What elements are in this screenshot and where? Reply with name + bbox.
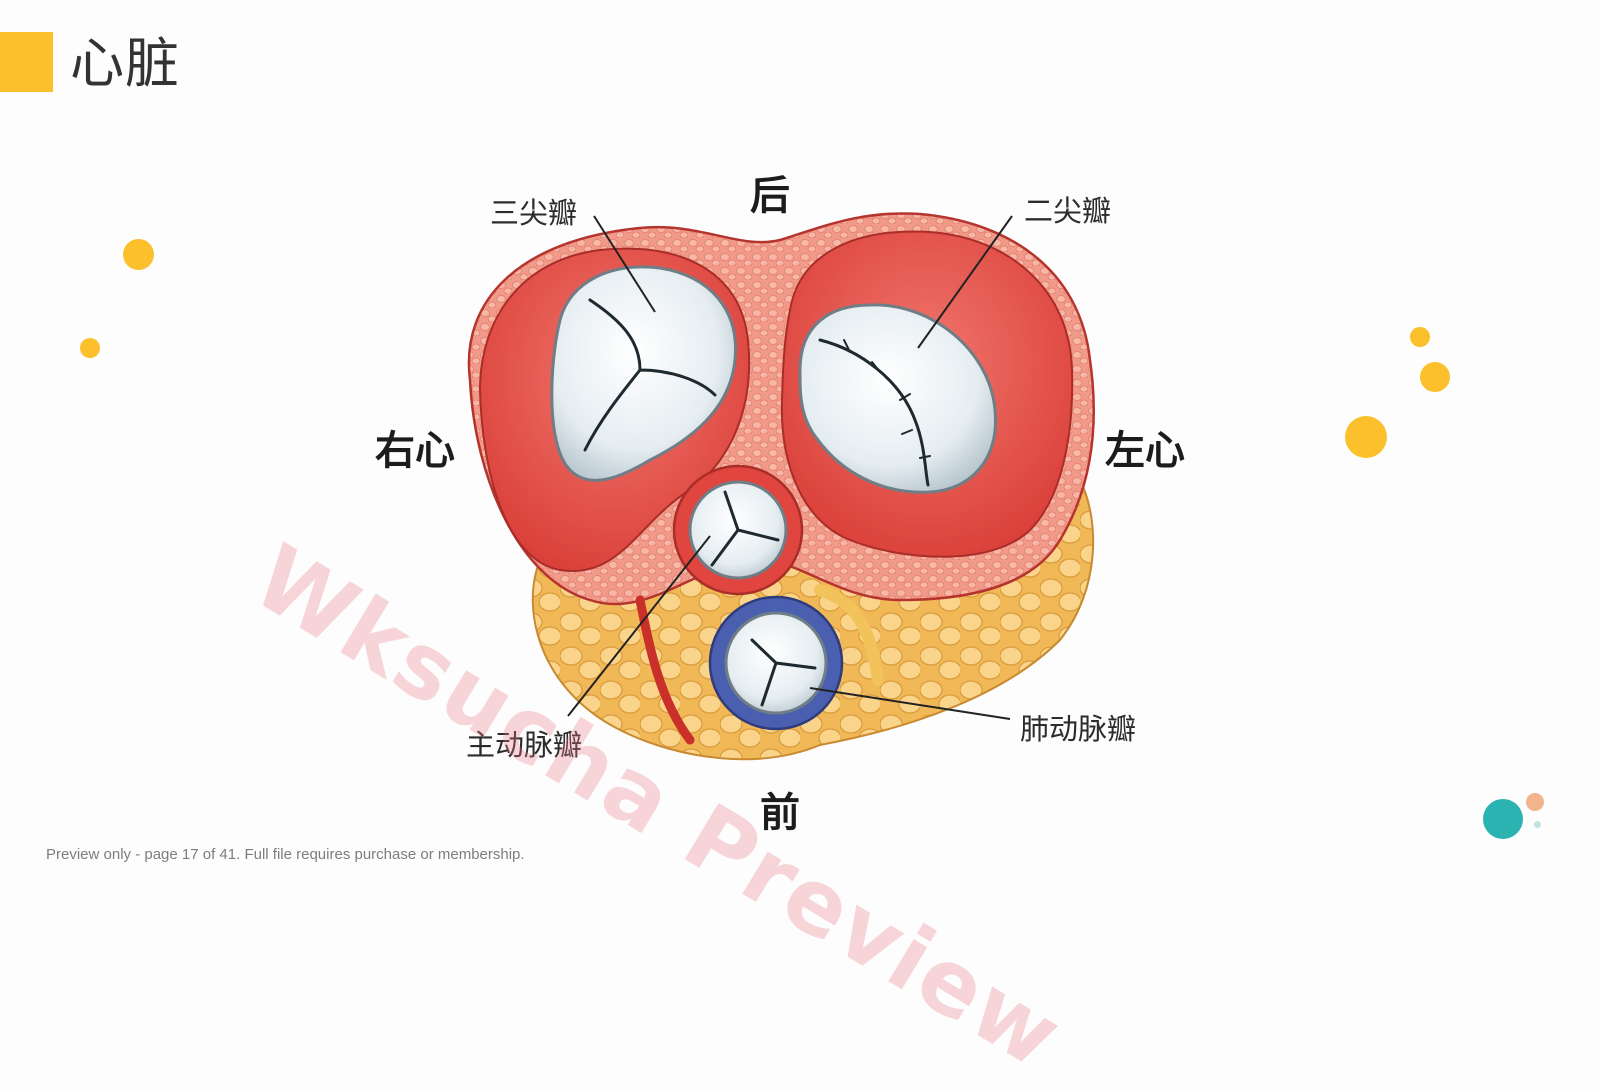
label-pulmonary: 肺动脉瓣 <box>1020 712 1137 746</box>
preview-footer-note: Preview only - page 17 of 41. Full file … <box>46 846 525 863</box>
leader-line-tricuspid <box>593 215 656 313</box>
label-anterior: 前 <box>760 790 800 836</box>
leader-line-aortic <box>567 535 711 717</box>
label-mitral: 二尖瓣 <box>1024 194 1112 228</box>
coronary-vessel <box>814 584 884 686</box>
heart-cross-section-illustration <box>467 212 1095 761</box>
leader-line-pulmonary <box>809 687 1011 720</box>
decor-dot <box>1420 362 1450 392</box>
coronary-vessel <box>635 595 695 745</box>
title-accent-block <box>0 32 53 92</box>
decor-dot <box>123 239 154 270</box>
decor-dot-teal <box>1483 799 1523 839</box>
decor-dot-peach <box>1526 793 1544 811</box>
decor-dot-small <box>1534 821 1541 828</box>
label-aortic: 主动脉瓣 <box>466 728 583 762</box>
label-posterior: 后 <box>750 173 790 219</box>
label-right-heart: 右心 <box>375 428 455 474</box>
label-left-heart: 左心 <box>1105 428 1185 474</box>
page-title: 心脏 <box>70 32 180 95</box>
label-tricuspid: 三尖瓣 <box>490 196 578 230</box>
decor-dot <box>80 338 100 358</box>
decor-dot <box>1345 416 1387 458</box>
decor-dot <box>1410 327 1430 347</box>
leader-line-mitral <box>917 215 1013 349</box>
